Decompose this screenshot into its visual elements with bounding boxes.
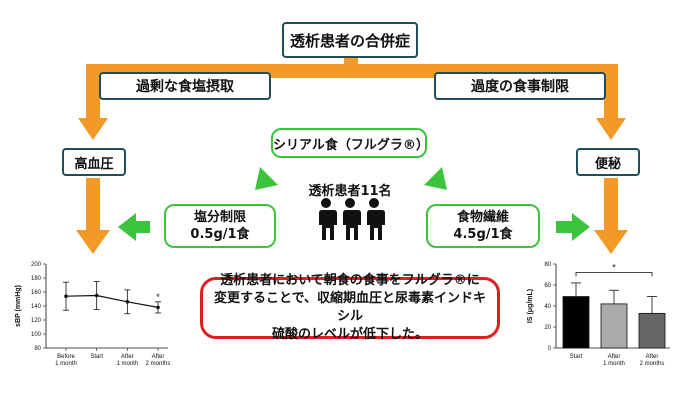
right-drop	[604, 64, 618, 122]
green-arrow-diag-left	[255, 167, 278, 190]
dietary-fiber-title: 食物繊維	[456, 210, 509, 225]
intervention-cereal-box: シリアル食（フルグラ®）	[271, 128, 429, 158]
conclusion-line-1: 透析患者において朝食の食事をフルグラ®に	[220, 273, 480, 288]
patients-label: 透析患者11名	[308, 184, 392, 199]
salt-restriction-title: 塩分制限	[193, 210, 246, 225]
cause-excess-salt: 過剰な食塩摂取	[99, 72, 271, 100]
green-arrow-right	[556, 213, 590, 241]
condition-hypertension-label: 高血圧	[74, 156, 114, 172]
right-arrowhead-top	[596, 118, 626, 140]
condition-hypertension: 高血圧	[62, 148, 126, 176]
left-drop	[86, 64, 100, 122]
cause-diet-restriction: 過度の食事制限	[434, 72, 606, 100]
condition-constipation: 便秘	[576, 148, 640, 176]
title-box: 透析患者の合併症	[282, 22, 418, 58]
conclusion-line-3: 硫酸のレベルが低下した。	[271, 327, 428, 342]
cause-diet-restriction-label: 過度の食事制限	[471, 79, 569, 95]
title-stem	[344, 58, 358, 66]
green-arrow-left	[118, 213, 150, 241]
intervention-label: シリアル食（フルグラ®）	[273, 137, 429, 153]
left-arrowhead-bottom	[76, 230, 110, 254]
conclusion-line-2: 変更することで、収縮期血圧と尿毒素インドキシル	[213, 291, 487, 324]
conclusion-box: 透析患者において朝食の食事をフルグラ®に 変更することで、収縮期血圧と尿毒素イン…	[200, 273, 500, 342]
right-arrowhead-bottom	[594, 230, 628, 254]
left-drop-lower	[86, 178, 100, 234]
right-drop-lower	[604, 178, 618, 234]
condition-constipation-label: 便秘	[594, 156, 621, 172]
green-arrow-diag-right	[424, 167, 447, 190]
cause-excess-salt-label: 過剰な食塩摂取	[136, 79, 234, 95]
salt-restriction-box: 塩分制限 0.5g/1食	[164, 204, 276, 248]
left-arrowhead-top	[78, 118, 108, 140]
diagram-title: 透析患者の合併症	[289, 31, 410, 50]
salt-restriction-amount: 0.5g/1食	[190, 227, 250, 242]
dietary-fiber-box: 食物繊維 4.5g/1食	[426, 204, 540, 248]
dietary-fiber-amount: 4.5g/1食	[453, 227, 513, 242]
